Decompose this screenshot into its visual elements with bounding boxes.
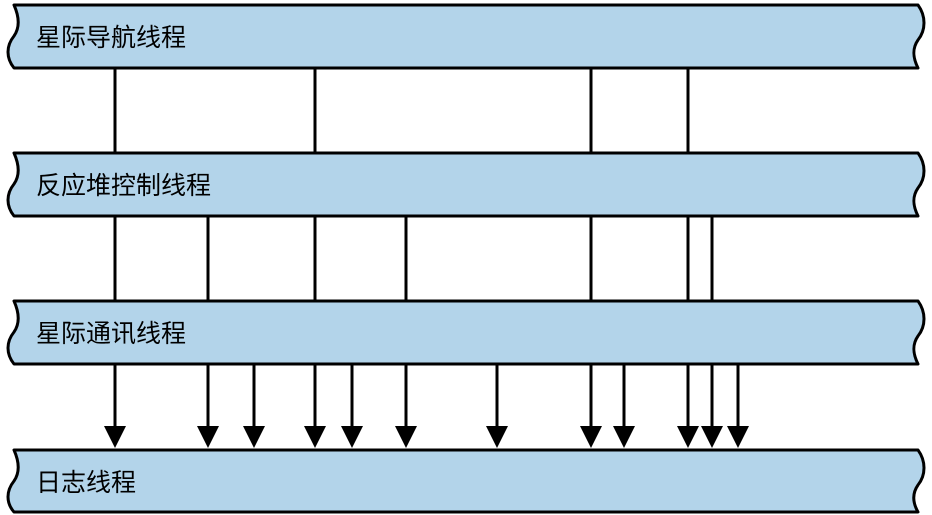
connectors-reactor-to-comms [113,216,714,302]
band-reactor-thread: 反应堆控制线程 [6,151,926,218]
band-navigation-thread: 星际导航线程 [6,3,926,70]
arrowhead-icon [677,426,699,448]
arrowhead-icon [243,426,265,448]
arrowhead-icon [701,426,723,448]
arrowhead-icon [341,426,363,448]
band-shape [6,448,926,514]
arrowhead-icon [727,426,749,448]
arrowhead-icon [486,426,508,448]
band-comms-thread: 星际通讯线程 [6,299,926,366]
thread-label-logging: 日志线程 [36,468,136,497]
arrowhead-icon [104,426,126,448]
band-shape [6,3,926,70]
arrowhead-icon [197,426,219,448]
connectors-navigation-to-reactor [113,68,690,154]
arrowhead-icon [304,426,326,448]
thread-label-comms: 星际通讯线程 [36,319,186,348]
band-logging-thread: 日志线程 [6,448,926,514]
thread-label-navigation: 星际导航线程 [36,23,186,52]
band-shape [6,299,926,366]
arrowhead-icon [395,426,417,448]
arrowhead-icon [580,426,602,448]
arrows-comms-to-logging [104,364,749,448]
band-shape [6,151,926,218]
thread-label-reactor: 反应堆控制线程 [36,171,211,200]
arrowhead-icon [613,426,635,448]
